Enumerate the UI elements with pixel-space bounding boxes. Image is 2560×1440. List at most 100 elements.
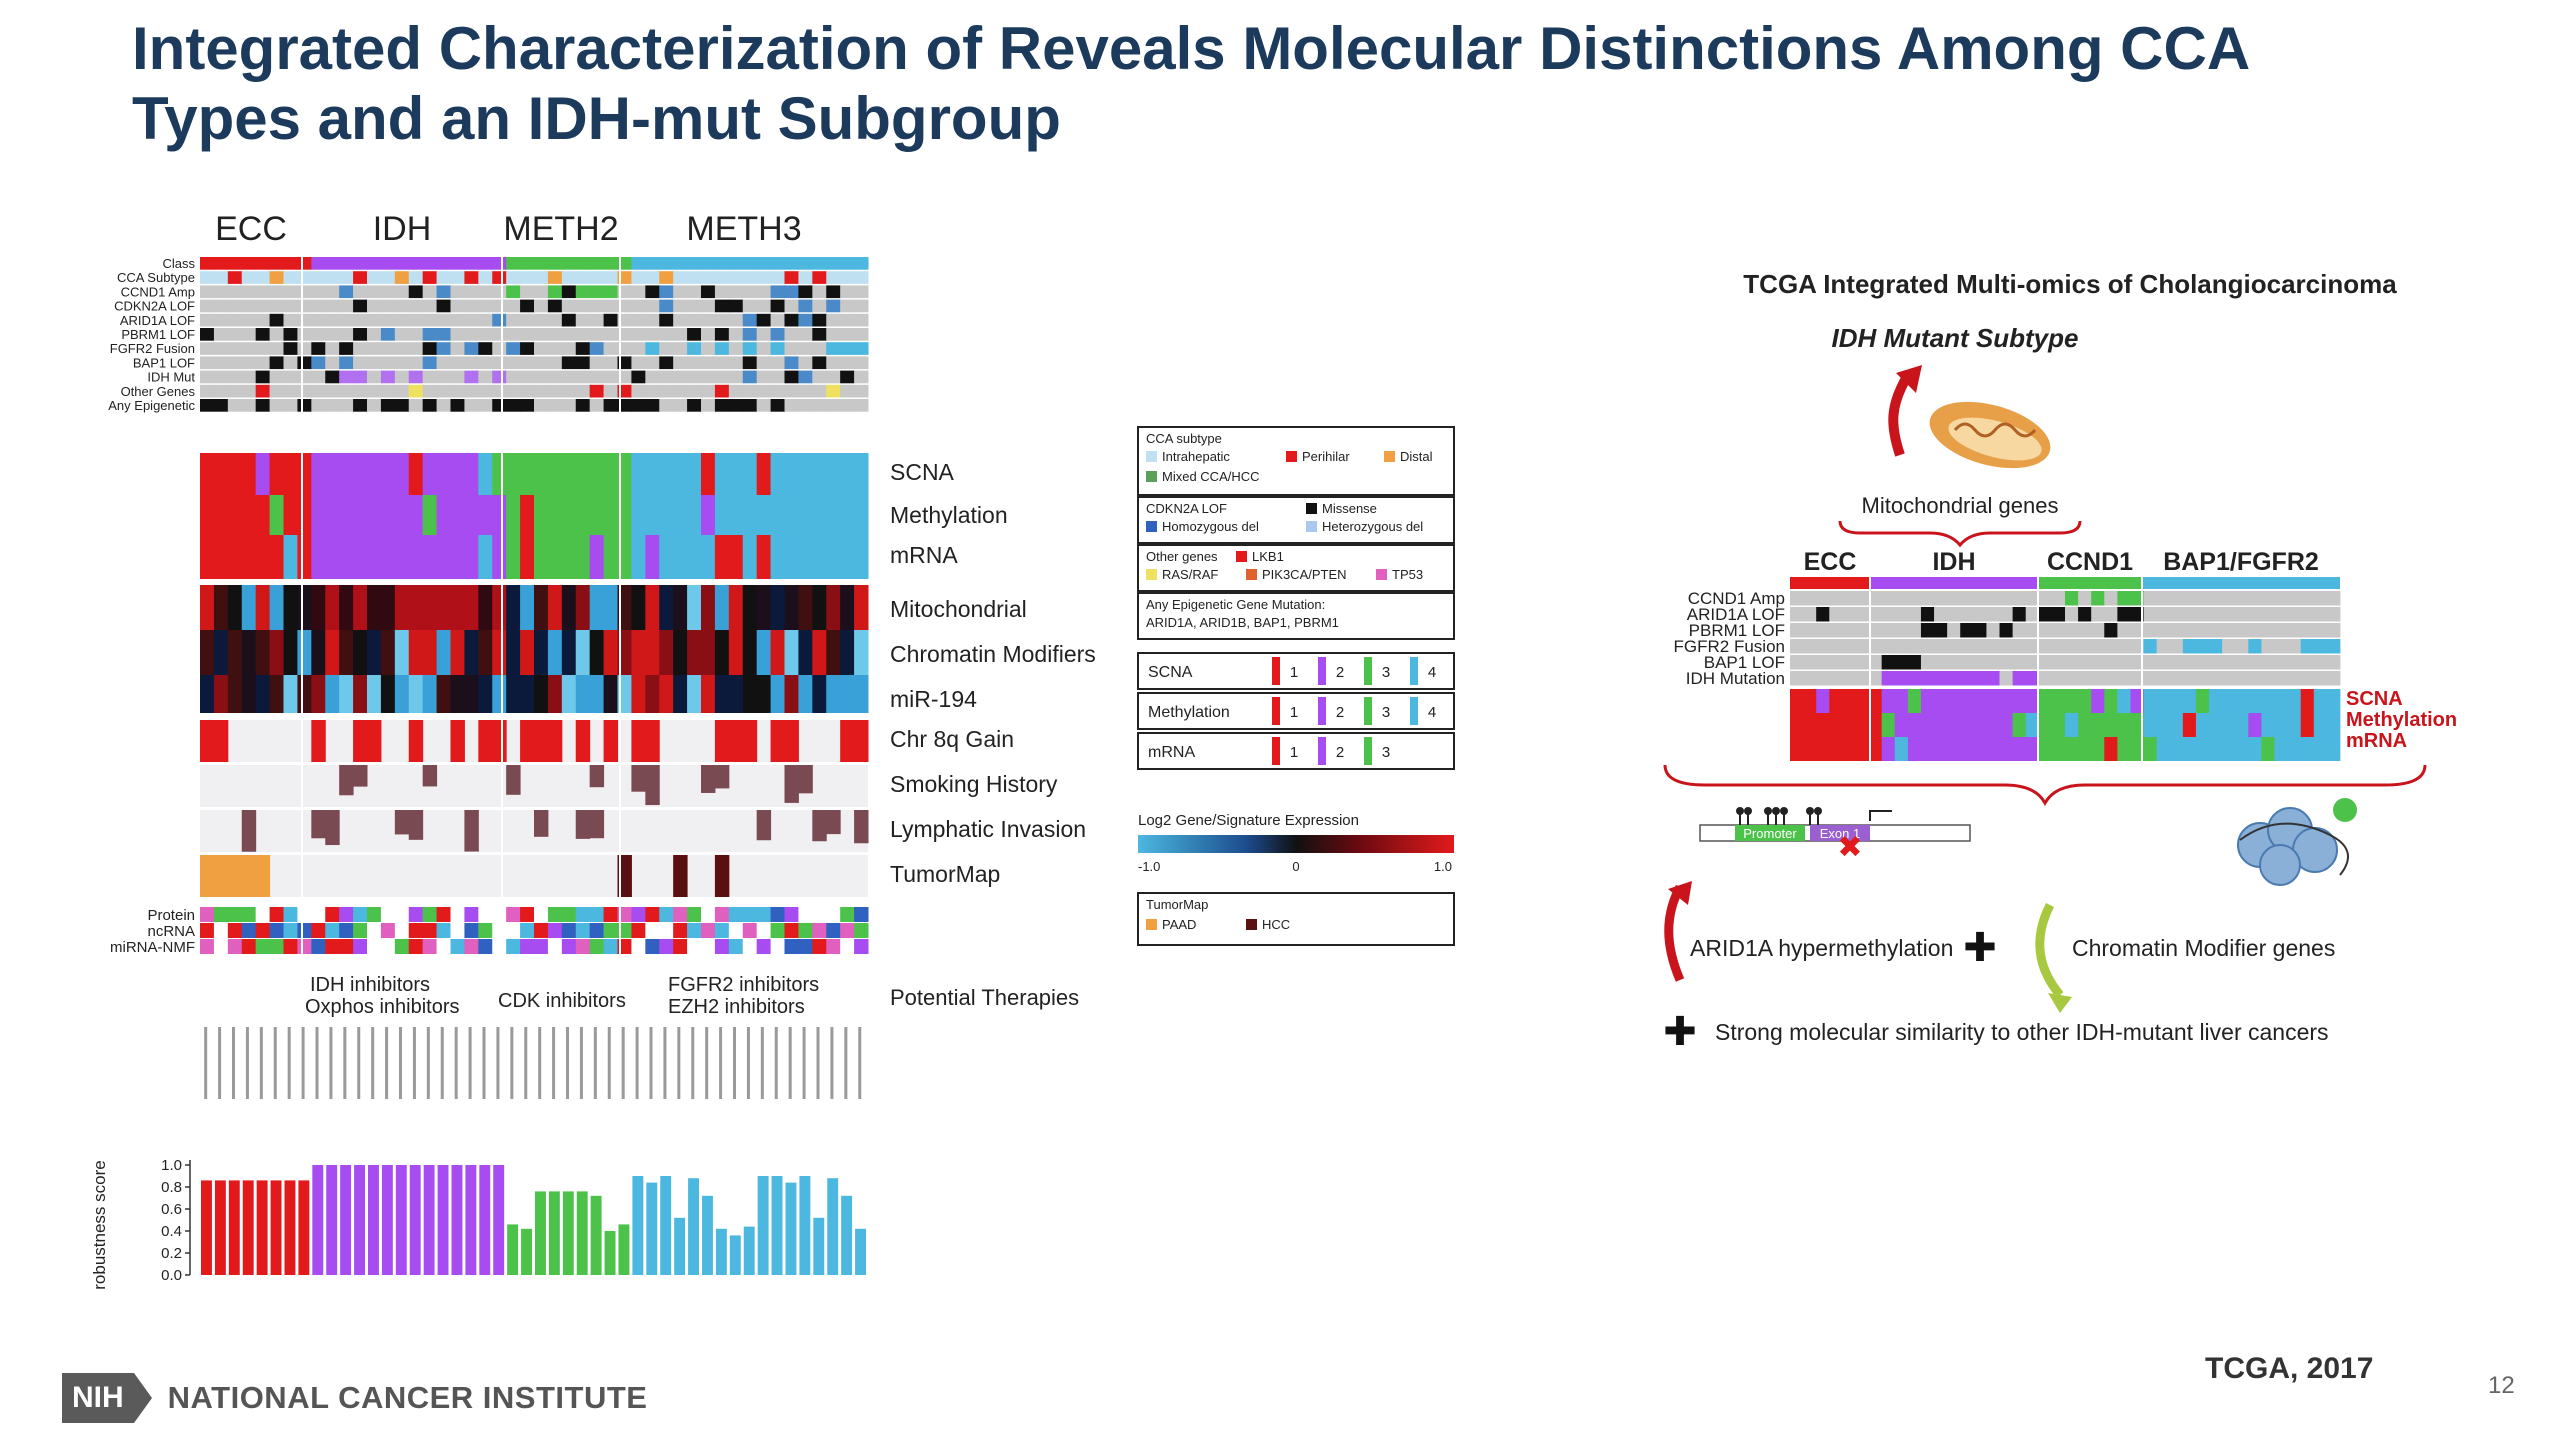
right-cluster-cell — [2169, 689, 2184, 713]
heatmap-cell — [812, 299, 827, 313]
bottom-cell — [561, 939, 577, 954]
heatmap-cell — [756, 313, 772, 327]
cluster-cell — [840, 535, 855, 579]
right-mutation-cell — [2287, 671, 2302, 686]
heatmap-cell — [645, 328, 660, 341]
right-cluster-cell — [1816, 689, 1830, 713]
heatmap-cell — [269, 328, 284, 341]
heatmap-cell — [840, 356, 855, 370]
heatmap-cell — [436, 399, 451, 412]
legend-cluster-value: 2 — [1336, 704, 1344, 721]
heatmap-cell — [283, 299, 298, 313]
heatmap-cell — [380, 384, 396, 398]
robustness-bar — [618, 1224, 630, 1275]
row-label: ARID1A LOF — [120, 313, 195, 328]
heatmap-cell — [798, 384, 813, 398]
legend-title: Any Epigenetic Gene Mutation: — [1146, 597, 1325, 612]
right-mutation-cell — [2222, 591, 2236, 606]
right-cluster-cell — [1920, 737, 1935, 761]
right-cluster-cell — [2065, 689, 2079, 713]
heatmap-cell — [603, 370, 618, 384]
cluster-cell — [269, 535, 284, 579]
right-mutation-cell — [2130, 655, 2144, 670]
track-label: Chr 8q Gain — [890, 726, 1014, 752]
heatmap-cell — [687, 370, 702, 384]
heatmap-cell — [422, 342, 438, 355]
sample-id-mark — [663, 1027, 667, 1099]
expression-cell — [617, 585, 632, 630]
sample-id-mark — [329, 1027, 333, 1099]
right-cluster-cell — [2195, 737, 2210, 761]
heatmap-cell — [840, 257, 855, 270]
y-tick-label: 0.0 — [161, 1267, 182, 1284]
expression-cell — [840, 675, 855, 713]
legend-cluster-value: 1 — [1290, 744, 1298, 761]
heatmap-cell — [826, 257, 841, 270]
right-mutation-cell — [2274, 623, 2289, 638]
right-mutation-cell — [1855, 671, 1869, 686]
heatmap-cell — [798, 328, 813, 341]
right-cluster-cell — [1881, 737, 1896, 761]
cluster-cell — [325, 535, 340, 579]
heatmap-cell — [770, 299, 785, 313]
heatmap-cell — [561, 285, 577, 299]
legend-cluster-swatch — [1410, 697, 1418, 725]
robustness-bar — [340, 1165, 352, 1275]
heatmap-cell — [687, 299, 702, 313]
right-cluster-cell — [1842, 689, 1856, 713]
expression-cell — [478, 675, 493, 713]
heatmap-cell — [227, 356, 243, 370]
right-cluster-cell — [2313, 689, 2328, 713]
right-cluster-cell — [2078, 689, 2092, 713]
therapy-label: CDK inhibitors — [498, 990, 626, 1012]
right-mutation-cell — [2156, 623, 2171, 638]
heatmap-cell — [478, 313, 493, 327]
cluster-cell — [506, 535, 521, 579]
right-mutation-cell — [2169, 591, 2184, 606]
expression-cell — [367, 675, 382, 713]
right-mutation-cell — [2326, 623, 2341, 638]
expression-cell — [227, 675, 243, 713]
bottom-cell — [617, 939, 632, 954]
robustness-bar — [479, 1165, 491, 1275]
bottom-cell — [464, 907, 479, 922]
right-mutation-cell — [1947, 671, 1961, 686]
bottom-cell — [283, 939, 298, 954]
expression-cell — [756, 630, 772, 675]
heatmap-cell — [742, 342, 758, 355]
right-mutation-cell — [2235, 623, 2249, 638]
bottom-cell — [311, 923, 326, 938]
heatmap-cell — [325, 271, 340, 284]
heatmap-cell — [311, 328, 326, 341]
right-mutation-cell — [1881, 639, 1896, 654]
right-mutation-cell — [2169, 655, 2184, 670]
heatmap-cell — [826, 299, 841, 313]
bottom-cell — [784, 923, 799, 938]
cluster-cell — [756, 535, 772, 579]
legend-swatch — [1306, 521, 1317, 532]
heatmap-cell — [687, 285, 702, 299]
binary-cell — [854, 810, 869, 844]
page-number: 12 — [2488, 1372, 2515, 1399]
heatmap-cell — [380, 328, 396, 341]
bottom-cell — [798, 923, 813, 938]
expression-cell — [200, 630, 215, 675]
robustness-bar — [465, 1165, 477, 1275]
heatmap-cell — [659, 356, 674, 370]
heatmap-cell — [450, 271, 465, 284]
robustness-bar — [813, 1217, 825, 1275]
heatmap-cell — [575, 285, 591, 299]
bottom-cell — [380, 923, 396, 938]
bottom-cell — [394, 939, 410, 954]
bottom-cell — [283, 907, 298, 922]
heatmap-cell — [241, 399, 257, 412]
heatmap-cell — [478, 257, 493, 270]
bottom-cell — [380, 939, 396, 954]
expression-cell — [227, 585, 243, 630]
heatmap-cell — [770, 370, 785, 384]
right-cluster-cell — [1960, 689, 1974, 713]
expression-cell — [687, 675, 702, 713]
heatmap-cell — [325, 313, 340, 327]
expression-cell — [422, 675, 438, 713]
